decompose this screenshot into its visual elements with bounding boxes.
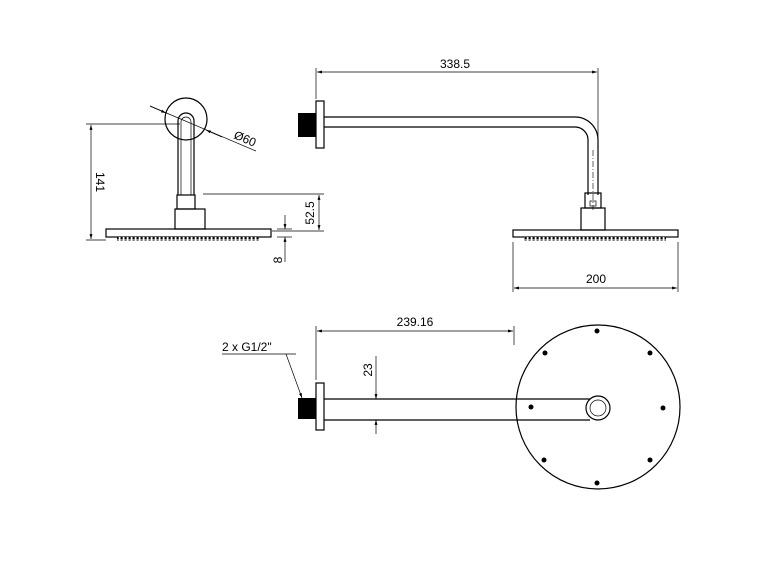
mounting-holes <box>528 328 666 486</box>
thread-nut <box>298 398 316 419</box>
side-view: 141 Ø60 52.5 8 <box>86 97 324 263</box>
top-view: 239.16 23 2 x G1/2" <box>222 315 681 490</box>
head-connector <box>580 207 606 231</box>
thread-spec-label: 2 x G1/2" <box>222 340 272 354</box>
nozzles <box>117 237 259 241</box>
dim-arm-projection-label: 239.16 <box>397 315 434 329</box>
arm-inner <box>324 126 589 195</box>
wall-plate-circle <box>164 97 208 141</box>
dim-height-label: 141 <box>93 172 107 192</box>
wall-plate <box>315 382 325 431</box>
dim-head-diameter-label: 200 <box>586 272 606 286</box>
front-view: 338.5 200 <box>298 57 679 292</box>
dim-arm-length-label: 338.5 <box>440 57 470 71</box>
thread-leader-arrow <box>285 353 303 399</box>
arm-outer <box>324 116 599 195</box>
ball-joint <box>176 194 196 210</box>
nozzles <box>524 237 666 241</box>
arm-end-joint-inner <box>589 399 607 417</box>
shower-head-plate <box>105 228 272 238</box>
thread-nut <box>298 113 316 137</box>
wall-plate <box>315 100 325 149</box>
shower-head-plate <box>512 229 679 238</box>
arm-end-joint <box>585 395 611 421</box>
dim-arrow <box>205 129 223 138</box>
dim-thickness-label: 8 <box>271 256 285 263</box>
arm-pipe-inner <box>180 116 192 195</box>
dim-tube-diameter-label: 23 <box>361 363 375 377</box>
ball-joint-detail <box>589 200 597 207</box>
dimension-diameter-line <box>149 105 257 152</box>
dim-arrow <box>149 105 167 114</box>
arm-pipe <box>177 112 195 195</box>
shower-head-circle <box>515 324 681 490</box>
dim-assembly-height-label: 52.5 <box>303 201 317 225</box>
head-connector <box>174 208 206 230</box>
